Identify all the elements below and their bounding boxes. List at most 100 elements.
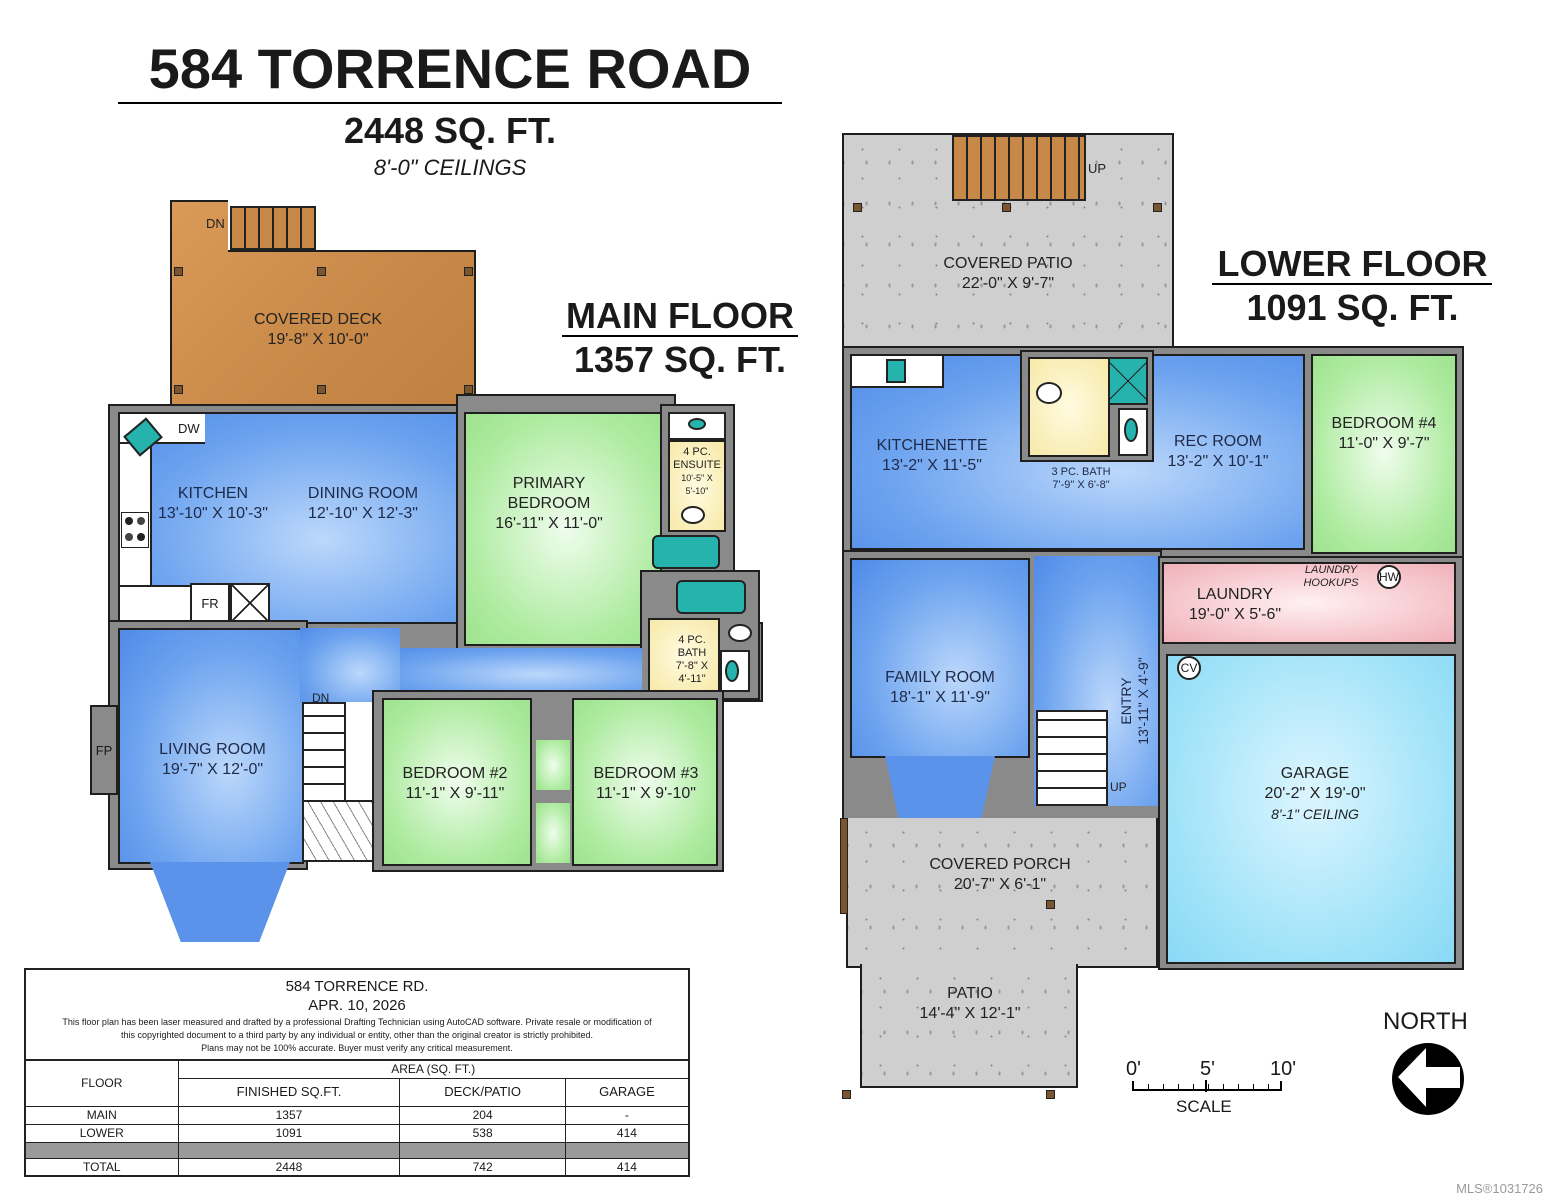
deck-stairs-label: DN xyxy=(206,216,225,231)
patio-post xyxy=(842,1090,851,1099)
table-disclaimer: This floor plan has been laser measured … xyxy=(24,1015,690,1061)
bedroom-2-closet xyxy=(536,740,570,790)
bath-sink-icon xyxy=(725,660,739,682)
garage xyxy=(1166,654,1456,964)
fridge-label: FR xyxy=(201,595,219,611)
family-room xyxy=(850,558,1030,758)
primary-bedroom xyxy=(464,412,668,646)
room-label-living-room: LIVING ROOM 19'-7" X 12'-0" xyxy=(159,741,266,778)
kitchenette-sink-icon xyxy=(886,359,906,383)
scale-tick-5: 5' xyxy=(1200,1058,1215,1080)
room-label-entry: ENTRY 13'-11" X 4'-9" xyxy=(1118,657,1151,745)
table-row: LOWER 1091 538 414 xyxy=(24,1123,690,1143)
ceiling-height: 8'-0" CEILINGS xyxy=(373,155,527,180)
bath-toilet-icon xyxy=(728,624,752,642)
lower-floor-divider xyxy=(1212,283,1492,285)
interior-stairs-label: DN xyxy=(312,691,330,705)
patio-stairs xyxy=(952,135,1086,201)
cv-label: CV xyxy=(1180,661,1198,675)
dishwasher-label: DW xyxy=(178,421,200,436)
col-garage-header: GARAGE xyxy=(564,1077,690,1107)
room-label-ensuite: 4 PC. ENSUITE 10'-5" X 5'-10" xyxy=(673,446,721,496)
scale-label: SCALE xyxy=(1176,1097,1232,1116)
room-label-kitchen: KITCHEN 13'-10" X 10'-3" xyxy=(158,485,268,522)
page-title: 584 TORRENCE ROAD xyxy=(148,37,752,100)
entry-stairs-label: UP xyxy=(1110,780,1127,794)
room-label-kitchenette: KITCHENETTE 13'-2" X 11'-5" xyxy=(876,437,988,474)
scale-tick-0: 0' xyxy=(1126,1058,1141,1080)
lower-floor-sqft: 1091 SQ. FT. xyxy=(1246,287,1459,328)
room-label-lower-bath: 3 PC. BATH 7'-9" X 6'-8" xyxy=(1051,466,1111,491)
mls-watermark: MLS®1031726 xyxy=(1456,1181,1543,1196)
room-label-bedroom-2: BEDROOM #2 11'-1" X 9'-11" xyxy=(402,765,508,802)
scale-mid-tick xyxy=(1205,1080,1207,1092)
room-label-covered-porch: COVERED PORCH 20'-7" X 6'-1" xyxy=(929,856,1071,893)
main-floor-heading: MAIN FLOOR xyxy=(566,295,794,336)
table-total-row: TOTAL 2448 742 414 xyxy=(24,1157,690,1177)
deck-stairs xyxy=(230,206,316,250)
deck-edge xyxy=(228,250,476,252)
shower-icon xyxy=(1108,357,1148,405)
lower-bath-sink-icon xyxy=(1124,418,1138,442)
patio-stairs-label: UP xyxy=(1088,161,1107,176)
title-divider xyxy=(118,102,782,104)
living-room xyxy=(118,628,304,864)
room-label-main-bath: 4 PC. BATH 7'-8" X 4'-11" xyxy=(675,634,709,685)
ensuite-tub-icon xyxy=(652,535,720,569)
total-sqft: 2448 SQ. FT. xyxy=(343,110,557,151)
north-label: NORTH xyxy=(1383,1008,1468,1035)
ensuite-toilet-icon xyxy=(681,506,705,524)
bedroom-4 xyxy=(1311,354,1457,554)
room-label-garage: GARAGE 20'-2" X 19'-0" 8'-1" CEILING xyxy=(1264,765,1366,822)
area-summary-table: 584 TORRENCE RD. APR. 10, 2026 This floo… xyxy=(24,968,690,1177)
deck-post xyxy=(464,385,473,394)
room-label-patio: PATIO 14'-4" X 12'-1" xyxy=(919,985,1021,1022)
room-label-covered-patio: COVERED PATIO 22'-0" X 9'-7" xyxy=(943,255,1073,292)
fridge-icon: FR xyxy=(190,583,230,623)
table-address: 584 TORRENCE RD. xyxy=(24,968,690,996)
lower-floor-heading: LOWER FLOOR xyxy=(1217,243,1488,284)
deck-post xyxy=(464,267,473,276)
bath-tub-icon xyxy=(676,580,746,614)
table-row: MAIN 1357 204 - xyxy=(24,1105,690,1125)
table-spacer-row xyxy=(24,1141,690,1159)
main-floor-sqft: 1357 SQ. FT. xyxy=(573,339,787,380)
patio-post xyxy=(853,203,862,212)
room-label-dining-room: DINING ROOM 12'-10" X 12'-3" xyxy=(307,485,419,522)
laundry-hookups-label: LAUNDRY HOOKUPS xyxy=(1303,564,1359,589)
fireplace-icon: FP xyxy=(90,705,118,795)
bedroom-3 xyxy=(572,698,718,866)
scale-tick-10: 10' xyxy=(1270,1058,1297,1080)
room-label-rec-room: REC ROOM 13'-2" X 10'-1" xyxy=(1167,433,1269,470)
interior-stairs xyxy=(302,702,346,802)
room-label-laundry: LAUNDRY 19'-0" X 5'-6" xyxy=(1188,586,1282,623)
patio-post xyxy=(1153,203,1162,212)
col-floor-header: FLOOR xyxy=(24,1059,179,1107)
scale-ruler xyxy=(1132,1081,1282,1091)
ensuite-sink-icon xyxy=(688,418,706,430)
stove-icon xyxy=(121,512,149,548)
room-label-bedroom-3: BEDROOM #3 11'-1" X 9'-10" xyxy=(593,765,699,802)
porch-railing xyxy=(840,818,848,914)
main-hallway xyxy=(380,648,642,692)
hw-label: HW xyxy=(1379,570,1399,584)
deck-post xyxy=(174,385,183,394)
stair-landing xyxy=(302,800,376,862)
col-deck-header: DECK/PATIO xyxy=(399,1077,566,1107)
patio-post xyxy=(1046,1090,1055,1099)
col-area-header: AREA (SQ. FT.) xyxy=(177,1059,690,1079)
bedroom-2 xyxy=(382,698,532,866)
deck-post xyxy=(174,267,183,276)
room-label-primary-bedroom: PRIMARY BEDROOM 16'-11" X 11'-0" xyxy=(495,475,603,532)
main-floor-divider xyxy=(562,335,798,337)
room-label-covered-deck: COVERED DECK 19'-8" X 10'-0" xyxy=(253,311,383,348)
lower-bath xyxy=(1028,357,1110,457)
laundry-room xyxy=(1162,562,1456,644)
lower-bath-toilet-icon xyxy=(1036,382,1062,404)
deck-post xyxy=(317,267,326,276)
entry-stairs xyxy=(1036,710,1108,806)
north-arrow-left-icon xyxy=(1392,1043,1464,1115)
room-label-bedroom-4: BEDROOM #4 11'-0" X 9'-7" xyxy=(1331,415,1437,452)
living-room-extension xyxy=(300,628,400,702)
room-label-family-room: FAMILY ROOM 18'-1" X 11'-9" xyxy=(885,669,995,706)
